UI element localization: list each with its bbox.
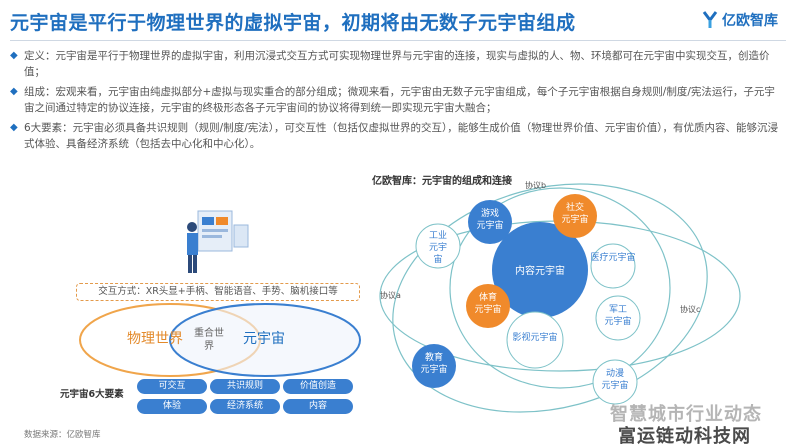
svg-text:体育: 体育 <box>479 291 497 303</box>
svg-text:教育: 教育 <box>425 351 443 363</box>
svg-text:元宇宙: 元宇宙 <box>601 379 628 391</box>
node-sports: 体育 元宇宙 <box>466 284 510 328</box>
physical-world-label: 物理世界 <box>127 331 183 347</box>
element-chip: 共识规则 <box>210 379 280 394</box>
watermark-site: 富运链动科技网 <box>618 426 751 447</box>
diagram-title: 亿欧智库：元宇宙的组成和连接 <box>372 176 512 187</box>
svg-text:社交: 社交 <box>566 201 584 213</box>
node-social: 社交 元宇宙 <box>553 194 597 238</box>
logo-icon <box>702 11 718 29</box>
interaction-modes-box: 交互方式：XR头显+手柄、智能语音、手势、脑机接口等 <box>76 283 360 301</box>
bullet-item: ◆ 组成：宏观来看，元宇宙由纯虚拟部分+虚拟与现实重合的部分组成；微观来看，元宇… <box>10 84 780 116</box>
node-medical: 医疗元宇宙 <box>590 243 636 289</box>
svg-text:元宇宙: 元宇宙 <box>604 315 631 327</box>
diamond-bullet-icon: ◆ <box>10 50 18 61</box>
element-chip: 经济系统 <box>210 399 280 414</box>
svg-text:元宇: 元宇 <box>429 241 447 253</box>
svg-text:影视元宇宙: 影视元宇宙 <box>512 331 557 343</box>
watermark-text: 智慧城市行业动态 <box>610 404 762 425</box>
venn-diagram <box>79 303 361 377</box>
node-military: 军工 元宇宙 <box>595 295 641 341</box>
vr-user-illustration <box>178 205 258 277</box>
svg-text:游戏: 游戏 <box>481 207 499 219</box>
source-note: 数据来源：亿欧智库 <box>24 430 101 440</box>
center-node <box>492 222 588 318</box>
node-education: 教育 元宇宙 <box>412 344 456 388</box>
logo-text: 亿欧智库 <box>722 13 778 29</box>
svg-text:元宇宙: 元宇宙 <box>474 303 501 315</box>
overlap-world-label: 重合世界 <box>194 328 224 352</box>
element-chip: 体验 <box>137 399 207 414</box>
bullet-list: ◆ 定义：元宇宙是平行于物理世界的虚拟宇宙，利用沉浸式交互方式可实现物理世界与元… <box>10 48 780 156</box>
diamond-bullet-icon: ◆ <box>10 86 18 97</box>
bullet-text: 6大要素：元宇宙必须具备共识规则（规则/制度/宪法），可交互性（包括仅虚拟世界的… <box>24 122 779 150</box>
metaverse-network-diagram: 内容元宇宙 游戏 元宇宙 社交 元宇宙 工业 元宇 宙 医疗元宇宙 体育 元宇宙… <box>379 180 741 413</box>
node-industry: 工业 元宇 宙 <box>415 223 461 269</box>
bullet-text: 定义：元宇宙是平行于物理世界的虚拟宇宙，利用沉浸式交互方式可实现物理世界与元宇宙… <box>24 50 770 78</box>
node-anime: 动漫 元宇宙 <box>592 359 638 405</box>
protocol-a-label: 协议a <box>380 290 401 300</box>
svg-text:宙: 宙 <box>433 253 442 265</box>
svg-text:元宇宙: 元宇宙 <box>561 213 588 225</box>
node-game: 游戏 元宇宙 <box>468 200 512 244</box>
metaverse-label: 元宇宙 <box>243 331 285 347</box>
svg-text:工业: 工业 <box>429 230 447 241</box>
protocol-c-label: 协议c <box>680 304 700 314</box>
brand-logo: 亿欧智库 <box>702 10 778 30</box>
svg-text:医疗元宇宙: 医疗元宇宙 <box>590 251 635 263</box>
page-title: 元宇宙是平行于物理世界的虚拟宇宙，初期将由无数子元宇宙组成 <box>10 12 576 34</box>
diamond-bullet-icon: ◆ <box>10 122 18 133</box>
svg-text:军工: 军工 <box>609 304 627 315</box>
svg-text:元宇宙: 元宇宙 <box>420 363 447 375</box>
element-chip: 价值创造 <box>283 379 353 394</box>
center-node-label: 内容元宇宙 <box>515 264 565 277</box>
bullet-item: ◆ 6大要素：元宇宙必须具备共识规则（规则/制度/宪法），可交互性（包括仅虚拟世… <box>10 120 780 152</box>
protocol-b-label: 协议b <box>525 180 546 190</box>
title-divider <box>10 40 786 41</box>
bullet-item: ◆ 定义：元宇宙是平行于物理世界的虚拟宇宙，利用沉浸式交互方式可实现物理世界与元… <box>10 48 780 80</box>
six-elements-label: 元宇宙6大要素 <box>60 389 124 400</box>
svg-text:动漫: 动漫 <box>606 367 624 379</box>
bullet-text: 组成：宏观来看，元宇宙由纯虚拟部分+虚拟与现实重合的部分组成；微观来看，元宇宙由… <box>24 86 775 114</box>
node-film: 影视元宇宙 <box>506 311 564 369</box>
element-chip: 内容 <box>283 399 353 414</box>
svg-text:元宇宙: 元宇宙 <box>476 219 503 231</box>
element-chip: 可交互 <box>137 379 207 394</box>
